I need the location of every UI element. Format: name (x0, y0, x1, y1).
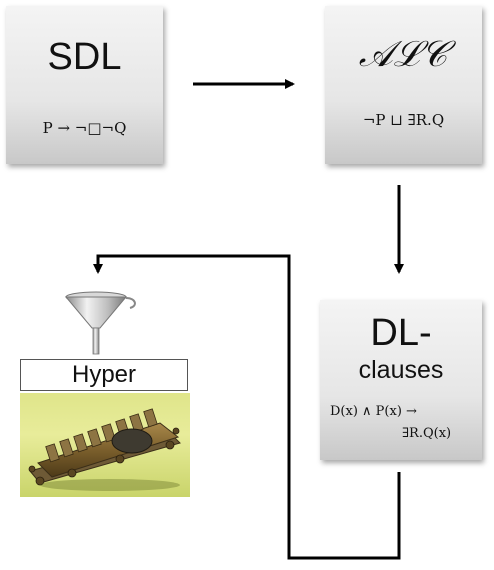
funnel-icon (64, 291, 136, 355)
machine-photo (20, 393, 190, 497)
dl-title: DL- (370, 312, 432, 354)
sdl-title: SDL (47, 36, 122, 78)
hyper-prover-group: Hyper (20, 290, 190, 500)
dl-subtitle: clauses (358, 356, 444, 384)
sdl-formula: P → ¬□¬Q (42, 119, 127, 137)
arrow-dl-to-hyper (93, 254, 401, 560)
machine-illustration (28, 408, 181, 491)
alc-title: 𝒜ℒ𝒞 (358, 34, 449, 75)
sdl-box: SDL P → ¬□¬Q (6, 6, 163, 164)
dl-clauses-box: DL- clauses D(x) ∧ P(x) → ∃R.Q(x) (320, 300, 482, 460)
alc-box: 𝒜ℒ𝒞 ¬P ⊔ ∃R.Q (325, 6, 482, 164)
alc-formula: ¬P ⊔ ∃R.Q (362, 111, 445, 129)
dl-formula-line2: ∃R.Q(x) (402, 426, 452, 441)
dl-formula-line1: D(x) ∧ P(x) → (330, 404, 417, 419)
hyper-label: Hyper (20, 359, 188, 391)
